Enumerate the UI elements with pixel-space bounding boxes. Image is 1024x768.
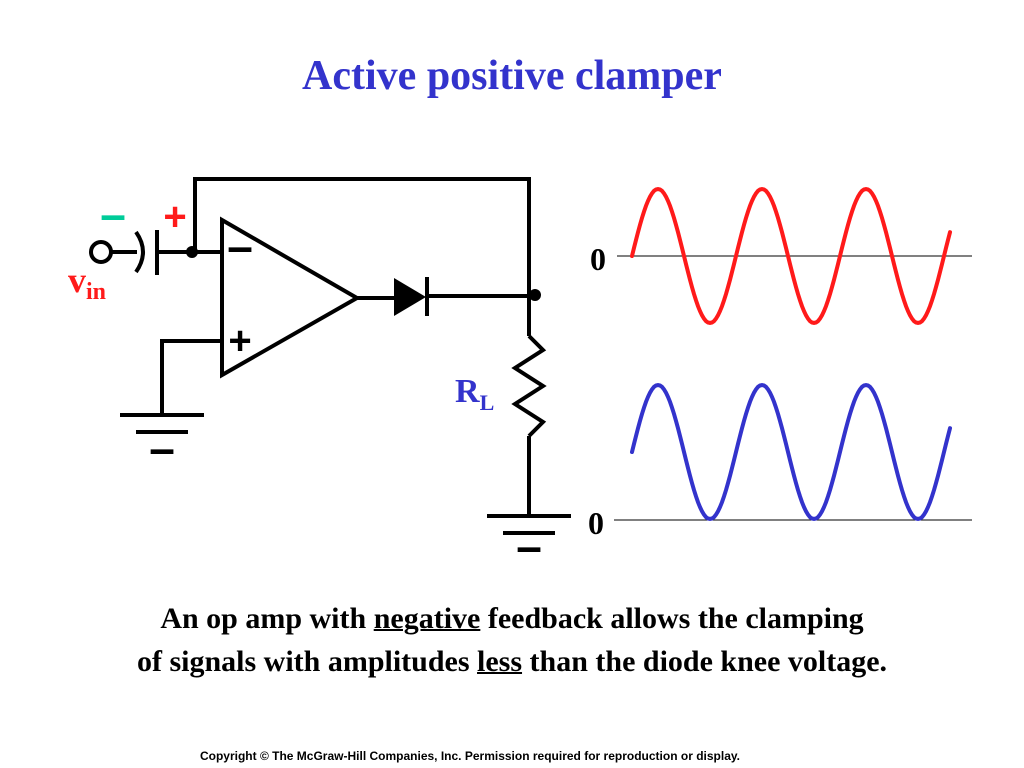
capacitor-plus-sign: + [163, 195, 186, 239]
caption-2b: than the diode knee voltage. [522, 645, 888, 678]
copyright-notice: Copyright © The McGraw-Hill Companies, I… [199, 749, 741, 763]
input-terminal [89, 240, 113, 264]
caption-2-underlined: less [477, 645, 523, 678]
output-sine-wave [630, 382, 952, 522]
output-waveform-panel: 0 [588, 382, 972, 541]
input-waveform-panel: 0 [590, 186, 972, 326]
caption-1b: feedback allows the clamping [480, 602, 864, 635]
inverting-input-node [186, 246, 198, 258]
input-label-main: v [68, 260, 86, 300]
circuit [112, 177, 571, 535]
caption-1-underlined: negative [373, 602, 481, 635]
feedback-wire [193, 177, 531, 296]
slide-title: Active positive clamper [302, 53, 722, 99]
load-label-sub: L [480, 390, 495, 415]
resistor-zigzag [511, 334, 547, 438]
capacitor-curved-plate [134, 230, 145, 274]
opamp-triangle [220, 216, 362, 379]
input-sine-wave [630, 186, 952, 326]
opamp-inverting-sign: – [227, 220, 253, 272]
noninv-ground-wire [160, 339, 222, 415]
ground-left-minus: – [149, 422, 175, 474]
caption-line-2: of signals with amplitudes less than the… [0, 645, 1024, 679]
caption-line-1: An op amp with negative feedback allows … [0, 602, 1024, 636]
input-label-sub: in [86, 279, 106, 305]
input-label: vin [68, 260, 106, 305]
output-zero-label: 0 [588, 505, 604, 541]
load-label: RL [455, 373, 494, 415]
ground-right-minus: – [516, 520, 542, 572]
caption-2a: of signals with amplitudes [136, 645, 478, 678]
output-node [529, 289, 541, 301]
capacitor-minus-sign: – [100, 188, 126, 240]
opamp-noninverting-sign: + [228, 319, 251, 363]
input-zero-label: 0 [590, 241, 606, 277]
caption-1a: An op amp with [160, 602, 374, 635]
load-label-main: R [455, 373, 480, 410]
diode-triangle [394, 278, 426, 316]
